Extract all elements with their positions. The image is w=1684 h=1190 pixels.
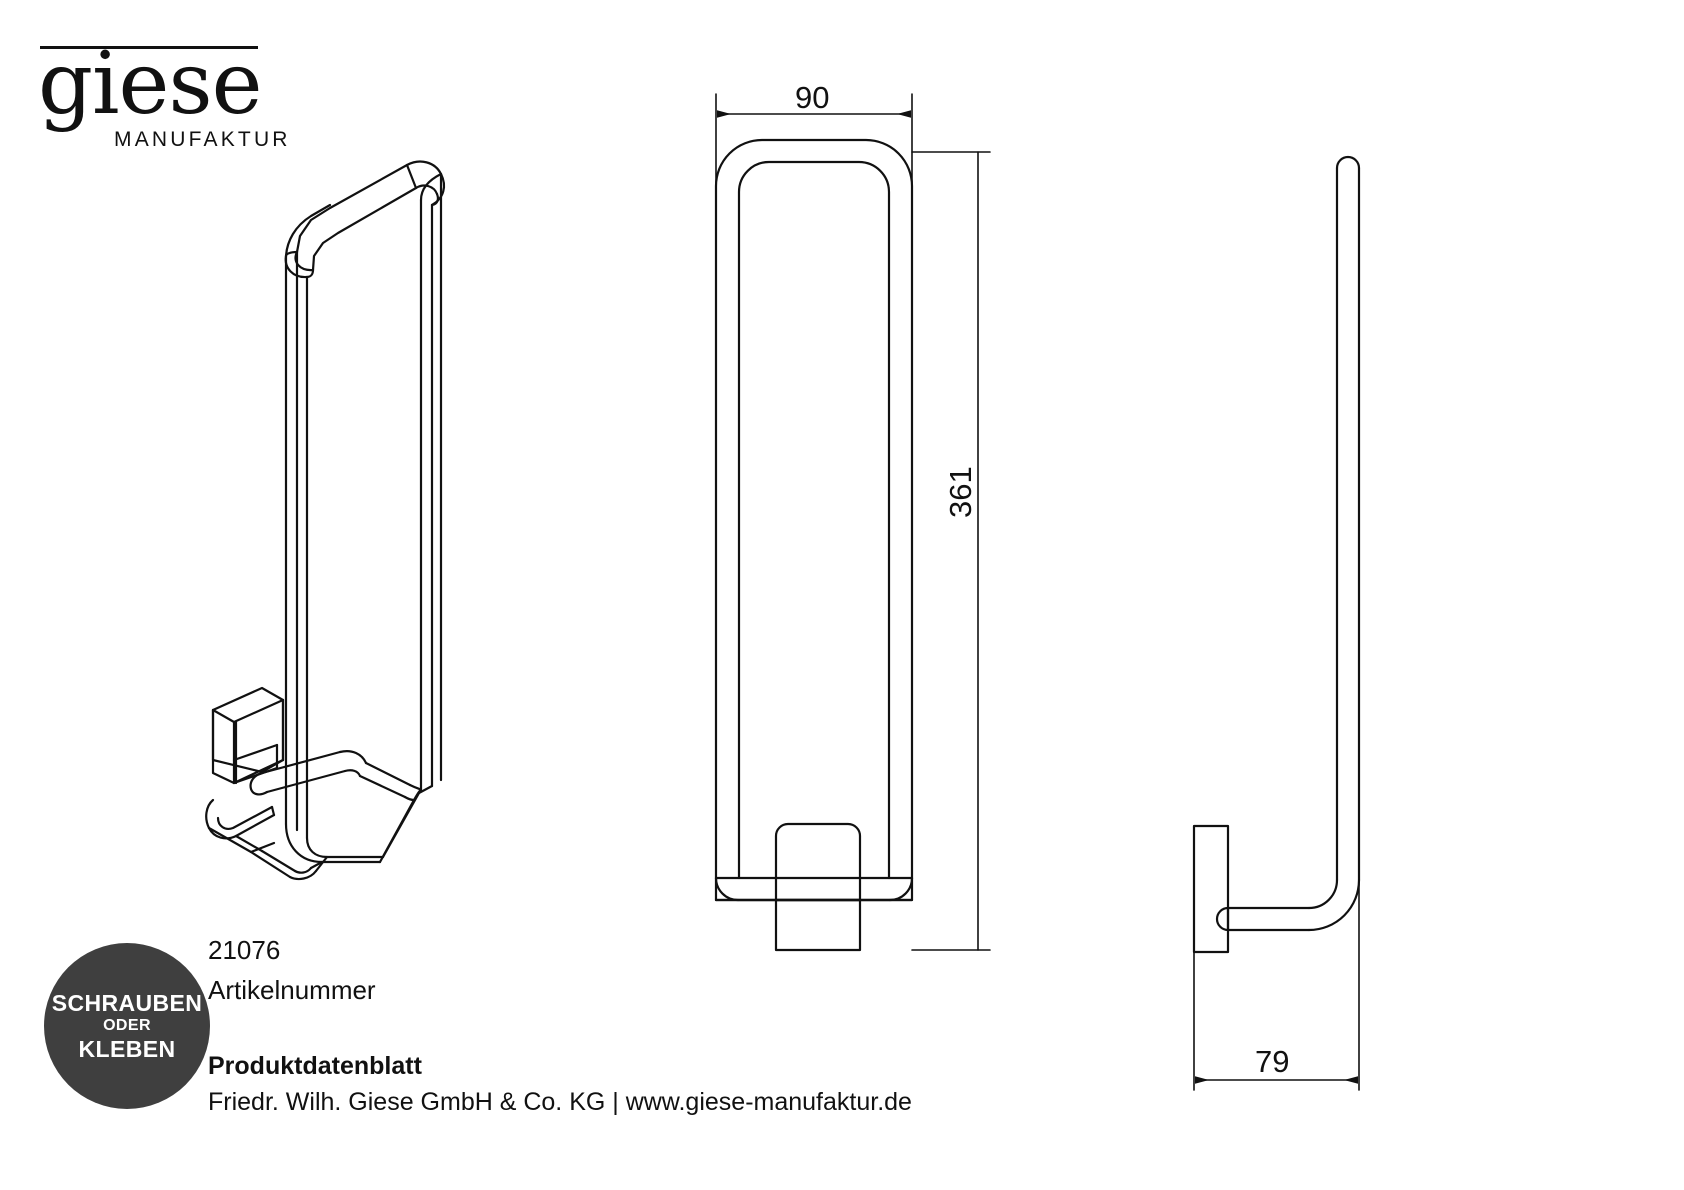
isometric-view [205,160,446,881]
dimension-label-width: 90 [795,80,830,115]
product-info-block: 21076 Artikelnummer Produktdatenblatt Fr… [208,930,1208,1120]
company-line: Friedr. Wilh. Giese GmbH & Co. KG | www.… [208,1088,912,1116]
article-number-label: Artikelnummer [208,975,376,1005]
dimension-361 [911,151,991,951]
logo-tagline: MANUFAKTUR [114,128,291,151]
side-view [1192,155,1361,954]
logo-wordmark: giese [38,34,262,134]
front-view [714,138,914,952]
badge-line-or: ODER [103,1017,151,1035]
dimension-label-height: 361 [943,466,978,518]
datasheet-title: Produktdatenblatt [208,1052,422,1080]
article-number-value: 21076 [208,935,281,965]
badge-line-glue: KLEBEN [78,1035,176,1062]
brand-logo: giese MANUFAKTUR [38,32,287,151]
mounting-method-badge: SCHRAUBEN ODER KLEBEN [44,943,210,1109]
logo-rule [40,46,258,49]
dimension-label-depth: 79 [1255,1044,1290,1079]
dimension-90 [715,93,913,189]
dimension-79 [1193,879,1360,1091]
badge-line-screw: SCHRAUBEN [51,989,203,1016]
